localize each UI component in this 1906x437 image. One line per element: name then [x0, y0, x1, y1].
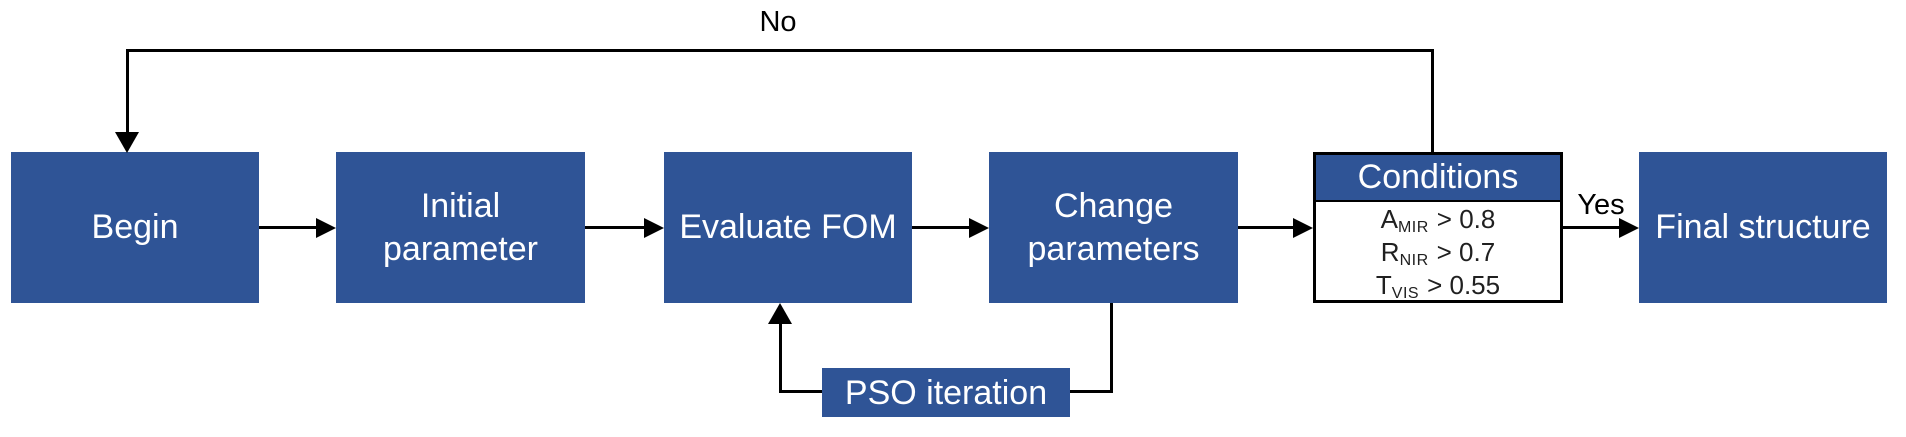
conditions-body: AMIR > 0.8 RNIR > 0.7 TVIS > 0.55: [1316, 202, 1560, 306]
no-edge-label: No: [759, 6, 797, 38]
condition-comparison: > 0.55: [1427, 270, 1501, 300]
condition-subscript: NIR: [1399, 252, 1429, 269]
arrow-evaluate-to-change-line: [912, 226, 969, 229]
condition-subscript: MIR: [1397, 219, 1429, 236]
no-loop-riser-line: [1431, 50, 1434, 153]
arrow-evaluate-to-change-arrowhead: [969, 218, 989, 238]
node-evaluate-fom: Evaluate FOM: [664, 152, 912, 303]
condition-comparison: > 0.7: [1436, 237, 1496, 267]
node-conditions: Conditions AMIR > 0.8 RNIR > 0.7 TVIS > 0.5…: [1313, 152, 1563, 303]
pso-loop-arrowhead: [768, 303, 792, 324]
pso-loop-right-drop-line: [1110, 303, 1113, 393]
arrow-change-to-conditions-arrowhead: [1293, 218, 1313, 238]
arrow-conditions-to-final-line: [1563, 226, 1619, 229]
condition-comparison: > 0.8: [1436, 204, 1496, 234]
arrow-initial-to-evaluate-line: [585, 226, 644, 229]
condition-symbol: A: [1380, 204, 1398, 234]
condition-rule-tvis: TVIS > 0.55: [1376, 270, 1500, 303]
node-initial-parameter-label: Initial parameter: [383, 186, 538, 268]
node-final-structure-label: Final structure: [1655, 208, 1871, 246]
arrow-change-to-conditions-line: [1238, 226, 1293, 229]
node-final-structure: Final structure: [1639, 152, 1887, 303]
arrow-begin-to-initial-arrowhead: [316, 218, 336, 238]
node-initial-parameter: Initial parameter: [336, 152, 585, 303]
condition-subscript: VIS: [1391, 285, 1420, 302]
no-loop-top-line: [126, 49, 1434, 52]
no-loop-drop-line: [126, 49, 129, 133]
condition-rule-amir: AMIR > 0.8: [1381, 204, 1496, 237]
pso-loop-left-riser-line: [779, 321, 782, 393]
arrow-initial-to-evaluate-arrowhead: [644, 218, 664, 238]
node-pso-iteration: PSO iteration: [822, 368, 1070, 417]
yes-edge-label: Yes: [1577, 189, 1625, 221]
conditions-header: Conditions: [1316, 155, 1560, 202]
pso-loop-right-horizontal-line: [1070, 390, 1113, 393]
arrow-conditions-to-final-arrowhead: [1619, 218, 1639, 238]
node-begin-label: Begin: [91, 208, 179, 246]
pso-loop-left-horizontal-line: [780, 390, 822, 393]
node-evaluate-fom-label: Evaluate FOM: [679, 208, 897, 246]
node-pso-iteration-label: PSO iteration: [844, 373, 1048, 412]
condition-symbol: T: [1375, 270, 1392, 300]
condition-symbol: R: [1380, 237, 1400, 267]
node-change-parameters-label: Change parameters: [1027, 186, 1200, 268]
node-change-parameters: Change parameters: [989, 152, 1238, 303]
node-begin: Begin: [11, 152, 259, 303]
no-loop-arrowhead: [115, 132, 139, 153]
conditions-title: Conditions: [1357, 158, 1519, 196]
arrow-begin-to-initial-line: [259, 226, 316, 229]
condition-rule-rnir: RNIR > 0.7: [1381, 237, 1495, 270]
